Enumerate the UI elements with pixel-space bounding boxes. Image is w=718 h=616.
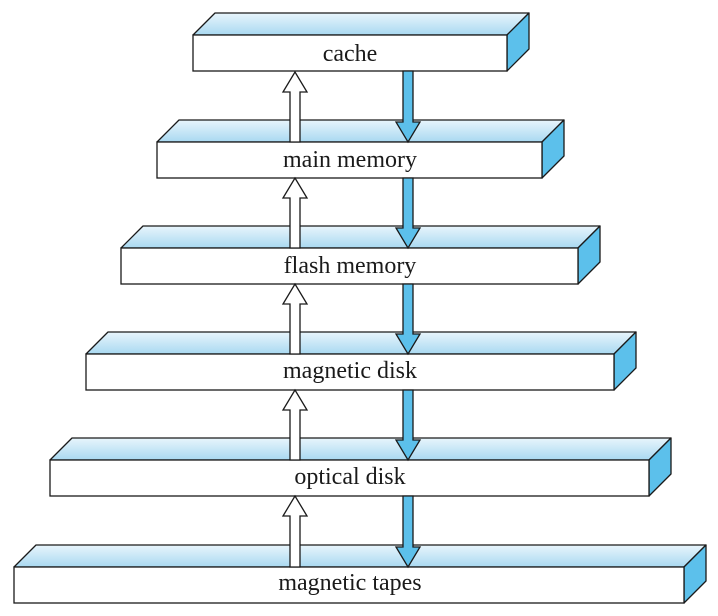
- up-arrow-icon: [281, 388, 309, 461]
- up-arrow-icon: [281, 494, 309, 568]
- layer-label: magnetic disk: [283, 358, 417, 384]
- layer-top-face: [120, 225, 601, 249]
- layer-front-face: [156, 141, 543, 179]
- layer-front-face: [192, 34, 508, 72]
- layer-label: flash memory: [284, 253, 417, 279]
- layer-front-face: [120, 247, 579, 285]
- down-arrow-icon: [394, 495, 422, 569]
- up-arrow-icon: [281, 282, 309, 355]
- layer-front-face: [49, 459, 650, 497]
- layer-magnetic-tapes: magnetic tapes: [13, 544, 707, 604]
- up-arrow-icon: [281, 176, 309, 249]
- layer-front-face: [85, 353, 615, 391]
- layer-top-face: [13, 544, 707, 568]
- layer-top-face: [49, 437, 672, 461]
- layer-label: optical disk: [294, 464, 405, 490]
- layer-top-face: [156, 119, 565, 143]
- layer-cache: cache: [192, 12, 530, 72]
- layer-main-memory: main memory: [156, 119, 565, 179]
- down-arrow-icon: [394, 283, 422, 356]
- down-arrow-icon: [394, 177, 422, 250]
- down-arrow-icon: [394, 70, 422, 144]
- layer-label: magnetic tapes: [278, 570, 421, 596]
- down-arrow-icon: [394, 389, 422, 462]
- layer-flash-memory: flash memory: [120, 225, 601, 285]
- layer-magnetic-disk: magnetic disk: [85, 331, 637, 391]
- layer-top-face: [192, 12, 530, 36]
- layer-label: cache: [323, 41, 378, 67]
- up-arrow-icon: [281, 70, 309, 143]
- layer-optical-disk: optical disk: [49, 437, 672, 497]
- layer-label: main memory: [283, 147, 417, 173]
- layer-top-face: [85, 331, 637, 355]
- layer-front-face: [13, 566, 685, 604]
